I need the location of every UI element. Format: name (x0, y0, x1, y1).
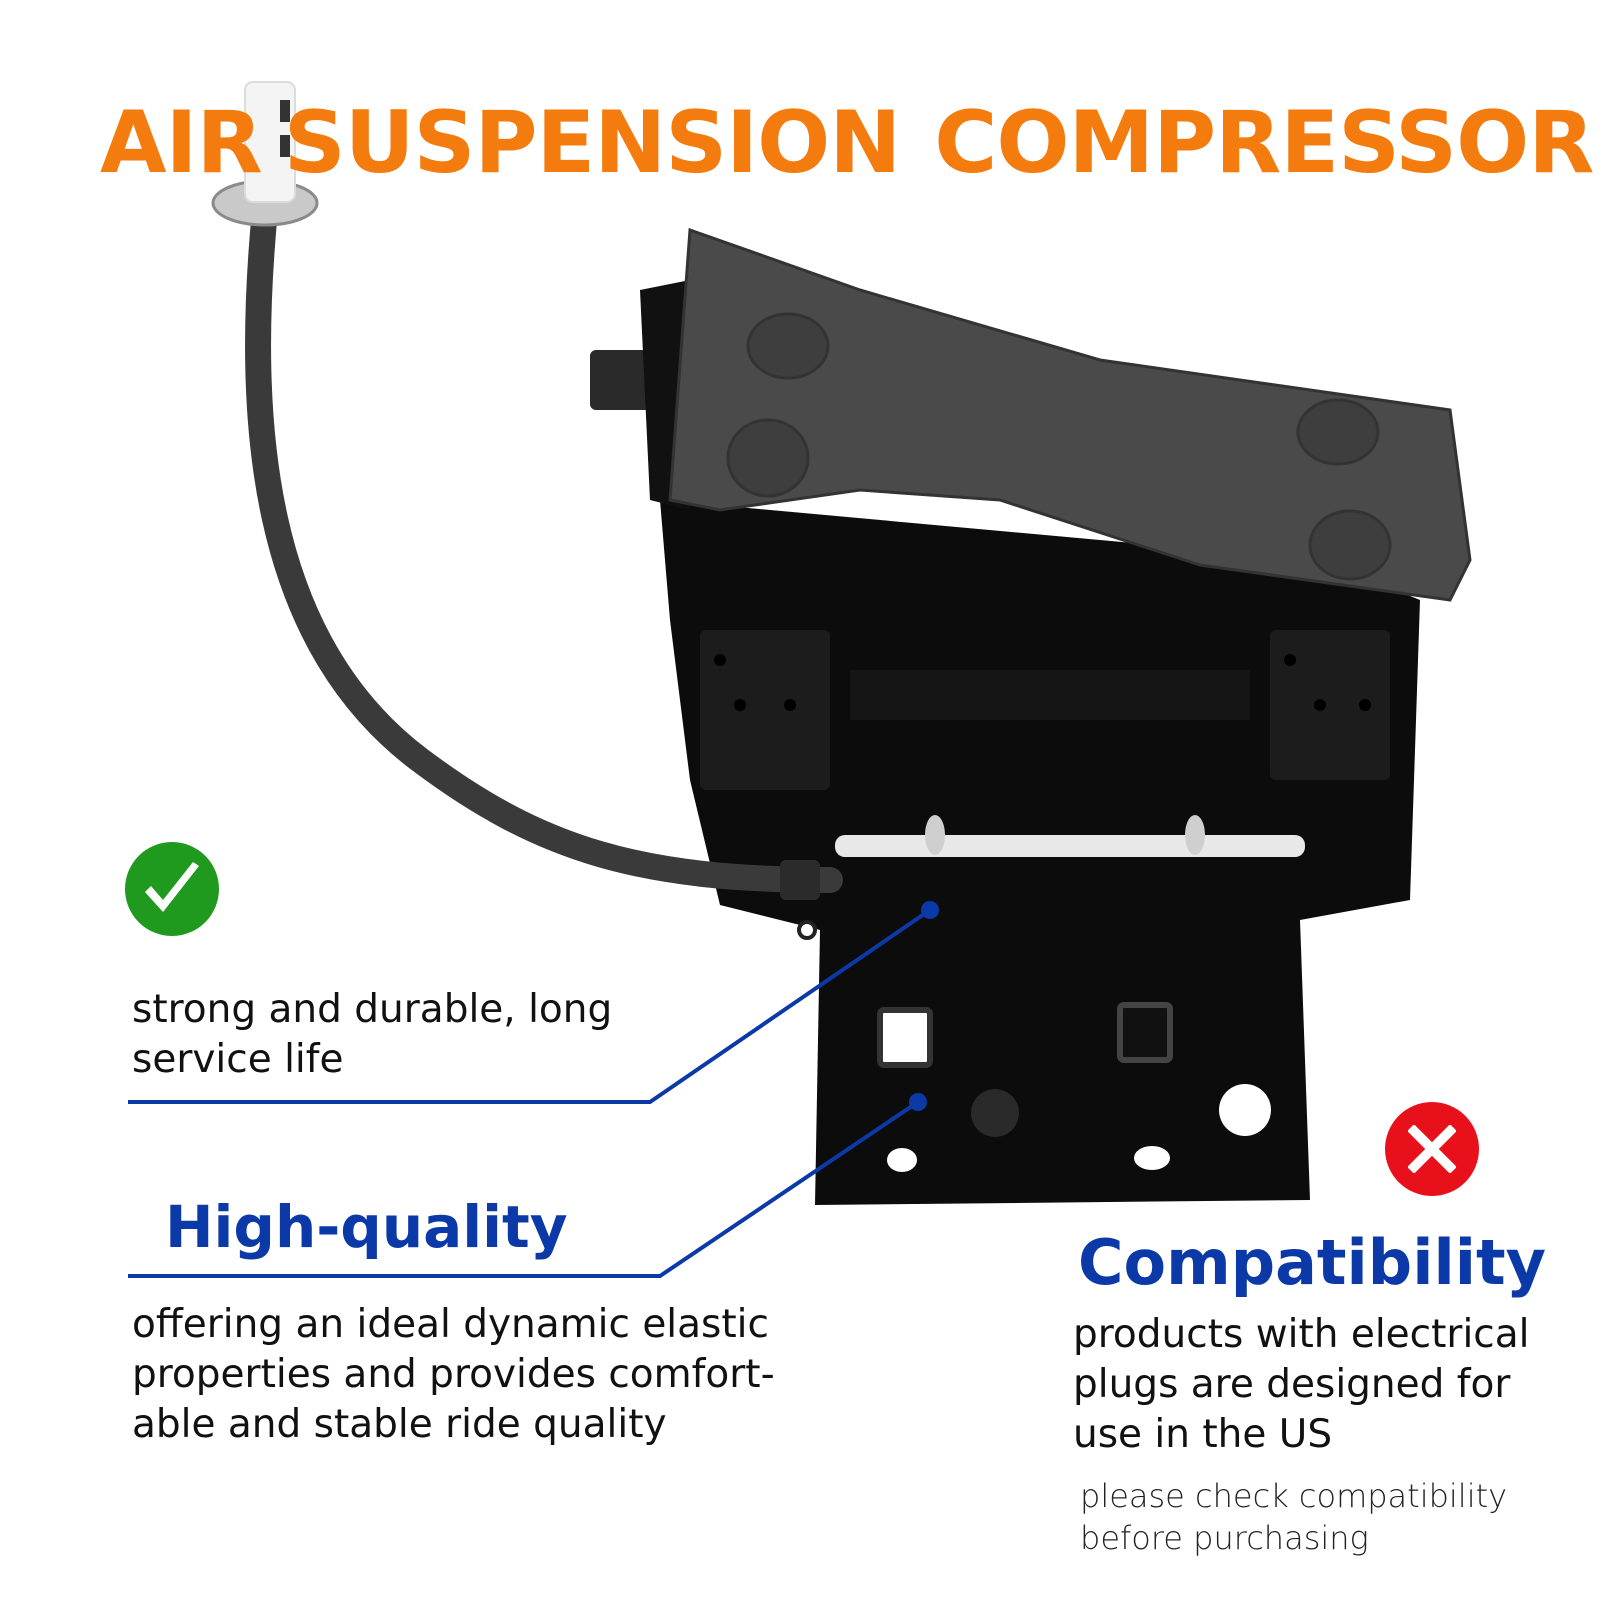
title-word-air: AIR (100, 93, 263, 193)
feature-high-quality-text: offering an ideal dynamic elastic proper… (132, 1300, 775, 1450)
feature-high-quality-heading: High-quality (165, 1193, 568, 1261)
checkmark-icon (125, 842, 219, 936)
compatibility-note-line-2: before purchasing (1080, 1519, 1369, 1557)
feature-high-quality-line-1: offering an ideal dynamic elastic (132, 1302, 769, 1347)
feature-high-quality-line-2: properties and provides comfort- (132, 1352, 775, 1397)
feature-durability-line-2: service life (132, 1037, 344, 1082)
compatibility-line-3: use in the US (1073, 1412, 1333, 1457)
feature-durability-line-1: strong and durable, long (132, 987, 613, 1032)
title-word-compressor: COMPRESSOR (934, 93, 1594, 193)
feature-high-quality-line-3: able and stable ride quality (132, 1402, 667, 1447)
feature-durability-text: strong and durable, long service life (132, 985, 612, 1085)
compatibility-text: products with electrical plugs are desig… (1073, 1310, 1529, 1460)
compatibility-heading: Compatibility (1078, 1226, 1546, 1299)
compatibility-note-line-1: please check compatibility (1080, 1477, 1508, 1515)
cross-icon (1385, 1102, 1479, 1196)
compatibility-line-1: products with electrical (1073, 1312, 1530, 1357)
compatibility-note: please check compatibility before purcha… (1080, 1475, 1507, 1559)
title-word-suspension: SUSPENSION (283, 93, 901, 193)
compatibility-line-2: plugs are designed for (1073, 1362, 1511, 1407)
